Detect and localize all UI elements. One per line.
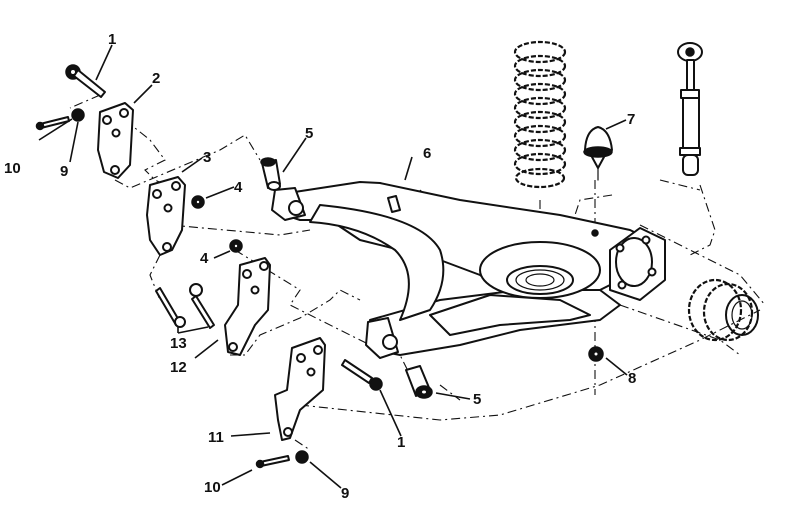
callout-10-lower: 10 (204, 479, 221, 496)
bracket-12 (224, 257, 271, 356)
nut-9-upper (71, 108, 85, 122)
nut-9-lower (295, 450, 309, 464)
wheel-hub (687, 278, 759, 342)
callout-8: 8 (628, 370, 636, 387)
bolt-10-lower (255, 455, 290, 469)
nut-8 (588, 346, 604, 362)
callout-5-lower: 5 (473, 391, 481, 408)
bolts-13 (155, 283, 215, 329)
callout-9-upper: 9 (60, 163, 68, 180)
callout-2: 2 (152, 70, 160, 87)
nut-4-lower (229, 239, 243, 253)
callout-1-upper: 1 (108, 31, 116, 48)
callout-3: 3 (203, 149, 211, 166)
lower-control-arm (271, 181, 666, 359)
callout-11: 11 (208, 429, 224, 446)
callout-12: 12 (170, 359, 187, 376)
bushing-5-lower (405, 365, 433, 399)
callout-4-upper: 4 (234, 179, 243, 196)
callout-6: 6 (423, 145, 431, 162)
coil-spring (513, 40, 567, 189)
callout-labels: 1 2 3 4 4 5 5 6 7 8 9 9 10 10 11 12 13 1 (4, 31, 636, 502)
callout-1-lower: 1 (397, 434, 405, 451)
bracket-2 (97, 102, 134, 179)
callout-5-upper: 5 (305, 125, 313, 142)
shock-absorber (677, 42, 703, 176)
bushing-5-upper (260, 157, 281, 191)
leader-lines (38, 44, 628, 489)
callout-9-lower: 9 (341, 485, 349, 502)
bracket-3 (146, 176, 186, 256)
nut-4-upper (191, 195, 205, 209)
callout-7: 7 (627, 111, 635, 128)
bump-stop (583, 126, 613, 181)
callout-13: 13 (170, 335, 187, 352)
callout-4-lower: 4 (200, 250, 209, 267)
bracket-11 (274, 337, 326, 441)
bolt-1-lower (341, 359, 383, 391)
bolt-1-upper (65, 64, 106, 98)
callout-10-upper: 10 (4, 160, 21, 177)
